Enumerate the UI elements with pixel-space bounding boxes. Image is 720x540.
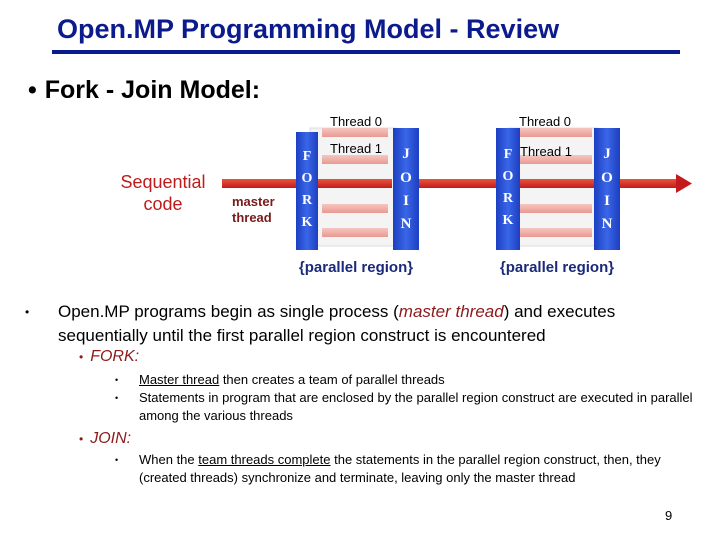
- join-item-1-text: the statements in the parallel region co…: [139, 452, 661, 485]
- join2-letter-n: N: [602, 216, 613, 232]
- fork-heading-bullet: •: [79, 350, 84, 364]
- fork1-letter-r: R: [302, 193, 313, 208]
- join2-letter-o: O: [601, 170, 613, 186]
- section-heading: •Fork - Join Model:: [28, 76, 260, 105]
- join1-letter-o: O: [400, 170, 412, 186]
- fork2-letter-k: K: [503, 213, 514, 228]
- parallel-region-1: Thread 0 Thread 1 F O R K J O I N {paral…: [296, 114, 419, 276]
- slide-title: Open.MP Programming Model - Review: [57, 14, 560, 44]
- region1-master-arrow: [318, 179, 392, 188]
- main-text-part2: ) and executes sequentially until the fi…: [58, 302, 616, 345]
- join1-letter-n: N: [401, 216, 412, 232]
- fork-heading-text: FORK:: [90, 348, 140, 365]
- fork-item-2-bullet: •: [115, 393, 119, 403]
- fork-box-1: [296, 132, 318, 250]
- page-number: 9: [665, 508, 673, 523]
- title-underline: [52, 50, 680, 54]
- region1-thread-arrow-1: [322, 155, 388, 164]
- region1-thread0-label: Thread 0: [330, 114, 382, 129]
- main-bullet-marker: •: [25, 305, 30, 319]
- master-thread-arrow-2: [419, 179, 497, 188]
- join2-letter-j: J: [603, 146, 611, 162]
- fork-item-2-text: Statements in program that are enclosed …: [139, 390, 693, 423]
- join-item-1-bullet: •: [115, 455, 119, 465]
- join-box-2: [594, 128, 620, 250]
- master-thread-arrowhead: [676, 174, 692, 193]
- master-thread-arrow-3: [620, 179, 678, 188]
- fork-item-1: • Master thread then creates a team of p…: [115, 371, 699, 389]
- fork1-letter-k: K: [302, 215, 313, 230]
- join-item-1: • When the team threads complete the sta…: [115, 451, 699, 487]
- join-item-1-underlined: team threads complete: [198, 452, 331, 467]
- fork2-letter-o: O: [503, 169, 514, 184]
- master-thread-arrow-1: [222, 179, 300, 188]
- main-bullet-text: Open.MP programs begin as single process…: [38, 300, 688, 348]
- join-heading-text: JOIN:: [90, 430, 132, 447]
- master-label-line2: thread: [232, 210, 272, 225]
- fork2-letter-f: F: [504, 147, 513, 162]
- region2-thread-arrow-0: [520, 128, 592, 137]
- main-bullet: • Open.MP programs begin as single proce…: [25, 300, 688, 348]
- region2-master-arrow: [516, 179, 594, 188]
- region1-thread-arrow-3: [322, 228, 388, 237]
- fork-box-2: [496, 128, 520, 250]
- region2-thread-arrow-1: [520, 155, 592, 164]
- master-label-line1: master: [232, 194, 275, 209]
- sequential-label-line2: code: [143, 194, 182, 214]
- parallel-region-2: Thread 0 Thread 1 F O R K J O I N {paral…: [496, 114, 620, 276]
- fork-item-1-text: then creates a team of parallel threads: [219, 372, 445, 387]
- region2-thread-arrow-2: [520, 204, 592, 213]
- fork-heading: • FORK:: [79, 348, 139, 366]
- region2-label: {parallel region}: [500, 259, 614, 276]
- join1-letter-i: I: [403, 193, 409, 209]
- fork-item-1-bullet: •: [115, 375, 119, 385]
- region1-thread-arrow-2: [322, 204, 388, 213]
- fork1-letter-f: F: [303, 149, 312, 164]
- fork-item-2: • Statements in program that are enclose…: [115, 389, 699, 425]
- main-text-part1: Open.MP programs begin as single process…: [58, 302, 399, 321]
- heading-bullet: •: [28, 76, 37, 104]
- join-heading-bullet: •: [79, 432, 84, 446]
- join-box-1: [393, 128, 419, 250]
- main-text-master-thread: master thread: [398, 302, 504, 321]
- fork-join-diagram: Sequential code master thread Thread 0 T…: [120, 114, 692, 276]
- heading-text: Fork - Join Model:: [44, 76, 261, 104]
- fork-item-1-underlined: Master thread: [139, 372, 220, 387]
- fork1-letter-o: O: [302, 171, 313, 186]
- region1-thread-arrow-0: [322, 128, 388, 137]
- region2-thread-arrow-3: [520, 228, 592, 237]
- join1-letter-j: J: [402, 146, 410, 162]
- region1-thread1-label: Thread 1: [330, 141, 382, 156]
- join2-letter-i: I: [604, 193, 610, 209]
- join-heading: • JOIN:: [79, 430, 131, 448]
- region2-thread0-label: Thread 0: [519, 114, 571, 129]
- region2-thread1-label: Thread 1: [520, 144, 572, 159]
- fork2-letter-r: R: [503, 191, 514, 206]
- region1-label: {parallel region}: [299, 259, 413, 276]
- join-item-1-pre: When the: [139, 452, 199, 467]
- sequential-label-line1: Sequential: [120, 172, 205, 192]
